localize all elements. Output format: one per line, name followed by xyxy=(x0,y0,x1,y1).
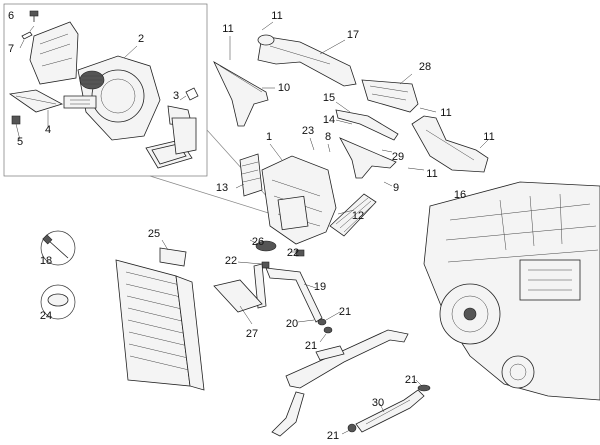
callout-12: 12 xyxy=(352,210,364,222)
part-26-grommet xyxy=(255,240,277,252)
callout-3: 3 xyxy=(173,90,179,102)
part-13-hose xyxy=(239,153,263,197)
callout-25: 25 xyxy=(148,228,160,240)
callout-5: 5 xyxy=(17,136,23,148)
callout-8: 8 xyxy=(325,131,331,143)
blower-detail-box xyxy=(3,3,208,177)
callout-15: 15 xyxy=(323,92,335,104)
callout-30: 30 xyxy=(372,397,384,409)
callout-16: 16 xyxy=(454,189,466,201)
callout-21: 21 xyxy=(339,306,351,318)
detail-connector-line xyxy=(149,175,276,216)
callout-21: 21 xyxy=(305,340,317,352)
callout-14: 14 xyxy=(323,114,335,126)
callout-29: 29 xyxy=(392,151,404,163)
callout-18: 18 xyxy=(40,255,52,267)
part-28-vent xyxy=(361,79,419,113)
part-16-duct xyxy=(411,115,489,173)
part-30-hose xyxy=(355,389,425,433)
part-10-duct xyxy=(213,61,269,127)
callout-22: 22 xyxy=(287,247,299,259)
part-7-clip xyxy=(21,31,33,40)
part-2-blower-housing xyxy=(29,21,161,141)
callout-17: 17 xyxy=(347,29,359,41)
part-25-pad xyxy=(159,247,187,267)
callout-11: 11 xyxy=(426,168,437,180)
part-17-duct xyxy=(257,34,357,87)
engine-block xyxy=(423,181,600,401)
callout-21: 21 xyxy=(327,430,339,442)
callout-2: 2 xyxy=(138,33,144,45)
callout-22: 22 xyxy=(225,255,237,267)
part-24-plug-detail xyxy=(40,284,76,320)
part-1-hvac-housing xyxy=(261,155,337,245)
part-6-screw xyxy=(29,10,39,22)
callout-13: 13 xyxy=(216,182,228,194)
part-27-insulation xyxy=(213,279,263,313)
callout-7: 7 xyxy=(8,43,14,55)
part-5-connector xyxy=(11,115,21,125)
callout-11: 11 xyxy=(440,107,451,119)
part-18-bolt-detail xyxy=(40,230,76,266)
callout-24: 24 xyxy=(40,310,52,322)
cabin-filter-frame xyxy=(145,117,197,169)
coolant-pipe xyxy=(271,329,409,437)
callout-27: 27 xyxy=(246,328,258,340)
part-4-resistor xyxy=(8,89,97,113)
callout-4: 4 xyxy=(45,124,51,136)
radiator xyxy=(115,259,205,391)
callout-9: 9 xyxy=(393,182,399,194)
callout-23: 23 xyxy=(302,125,314,137)
part-14-bracket xyxy=(335,109,399,141)
part-19-hose xyxy=(253,263,323,323)
part-9-duct xyxy=(339,137,397,179)
part-21-clamps xyxy=(317,318,431,433)
engine-pulley-small xyxy=(501,355,535,389)
callout-26: 26 xyxy=(252,236,264,248)
callout-28: 28 xyxy=(419,61,431,73)
callout-21: 21 xyxy=(405,374,417,386)
callout-20: 20 xyxy=(286,318,298,330)
callout-11: 11 xyxy=(483,131,494,143)
callout-6: 6 xyxy=(8,10,14,22)
callout-1: 1 xyxy=(266,131,272,143)
callout-19: 19 xyxy=(314,281,326,293)
leader-lines xyxy=(15,21,489,435)
part-12-corrugated-hose xyxy=(329,193,377,237)
callout-11: 11 xyxy=(222,23,233,35)
callout-11: 11 xyxy=(271,10,282,22)
callout-10: 10 xyxy=(278,82,290,94)
